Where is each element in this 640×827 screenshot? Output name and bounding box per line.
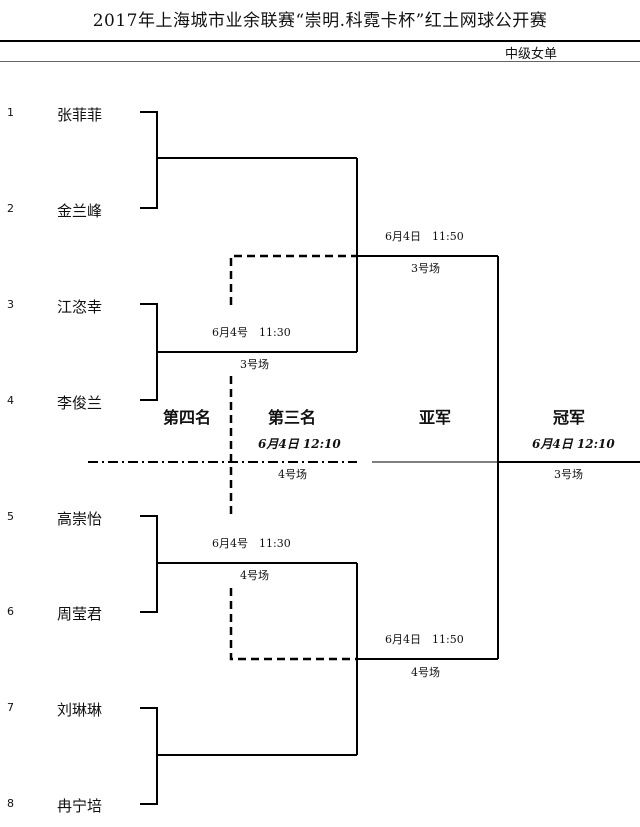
player-name: 张菲菲 [57, 106, 103, 124]
sf1-time: 6月4日 11:50 [385, 230, 464, 243]
title-divider [0, 40, 640, 42]
qf3-time: 6月4号 11:30 [212, 537, 291, 550]
seed-number: 7 [7, 701, 14, 714]
final-court: 3号场 [554, 468, 583, 481]
seed-number: 1 [7, 106, 14, 119]
third-place-time: 6月4日 12:10 [258, 437, 341, 451]
seed-number: 2 [7, 202, 14, 215]
seed-number: 6 [7, 605, 14, 618]
qf3-court: 4号场 [240, 569, 269, 582]
third-place-court: 4号场 [278, 468, 307, 481]
player-name: 高崇怡 [57, 510, 103, 528]
subtitle-divider [0, 61, 640, 62]
seed-number: 8 [7, 797, 14, 810]
seed-number: 3 [7, 298, 14, 311]
player-name: 周莹君 [57, 605, 103, 623]
sf1-court: 3号场 [411, 262, 440, 275]
seed-number: 4 [7, 394, 14, 407]
seed-number: 5 [7, 510, 14, 523]
page-title: 2017年上海城市业余联赛“崇明.科霓卡杯”红土网球公开赛 [92, 11, 548, 31]
player-name: 金兰峰 [57, 202, 103, 220]
player-name: 刘琳琳 [57, 701, 103, 719]
champion-label: 冠军 [553, 408, 586, 427]
event-category: 中级女单 [505, 47, 558, 62]
player-name: 冉宁培 [57, 797, 103, 815]
third-place-label: 第三名 [268, 408, 317, 427]
sf2-time: 6月4日 11:50 [385, 633, 464, 646]
runner-up-label: 亚军 [419, 408, 452, 427]
qf2-time: 6月4号 11:30 [212, 326, 291, 339]
player-name: 江恣幸 [57, 298, 103, 316]
fourth-place-label: 第四名 [163, 408, 212, 427]
qf2-court: 3号场 [240, 358, 269, 371]
player-name: 李俊兰 [57, 394, 103, 412]
sf2-court: 4号场 [411, 666, 440, 679]
final-time: 6月4日 12:10 [532, 437, 615, 451]
